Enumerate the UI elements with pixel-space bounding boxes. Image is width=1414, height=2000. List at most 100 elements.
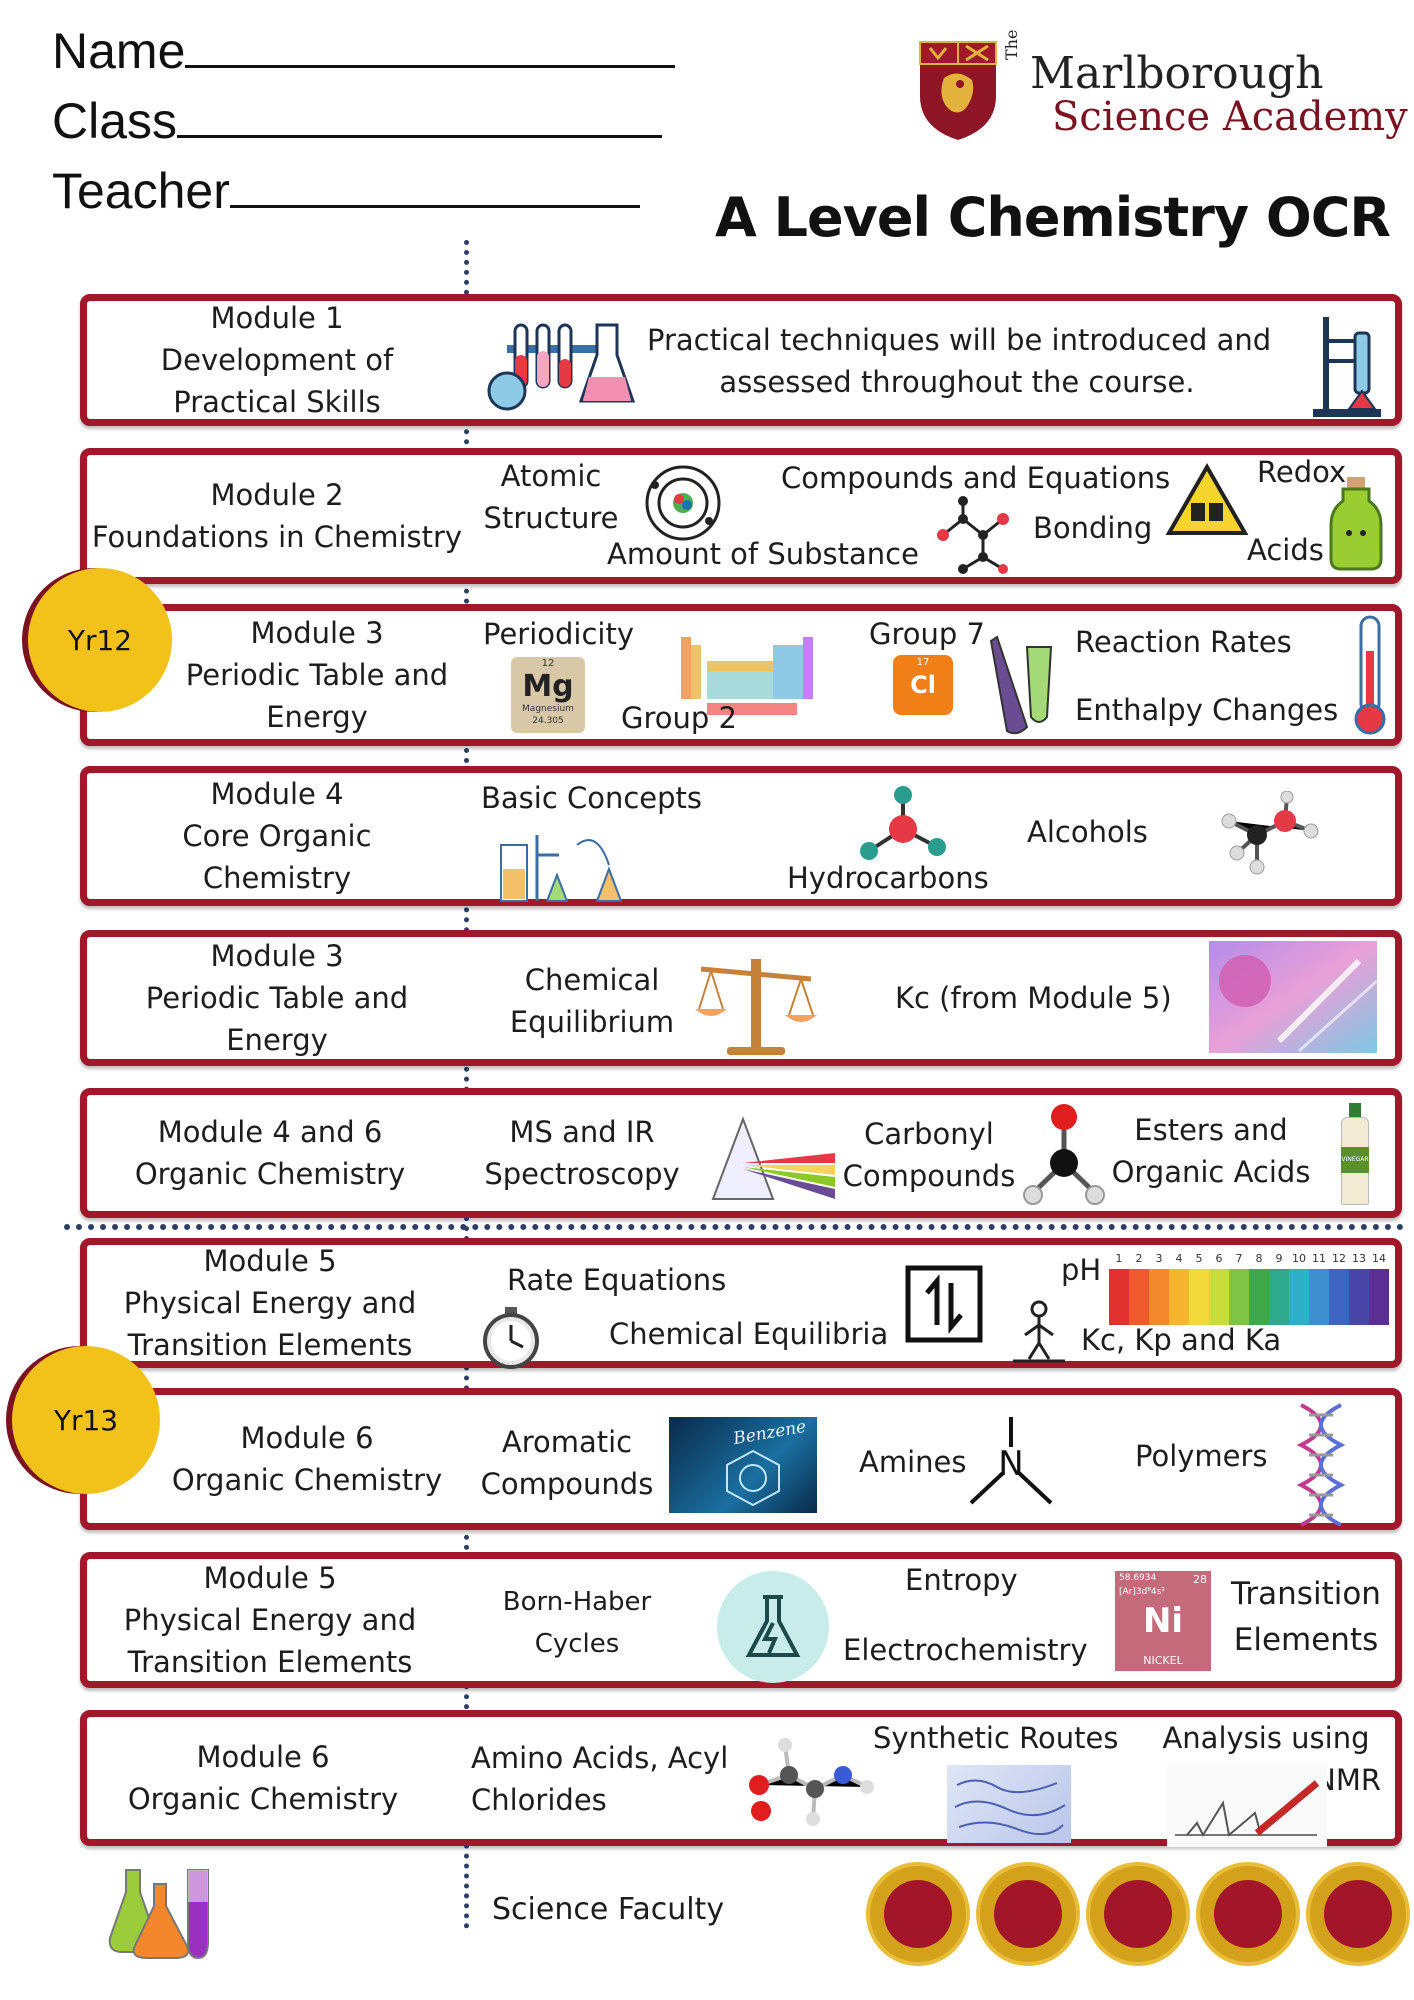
ni-config: [Ar]3d⁸4s² bbox=[1119, 1587, 1165, 1597]
module-title-line: Physical Energy and bbox=[123, 1286, 417, 1320]
balance-scale-icon bbox=[695, 959, 817, 1055]
amine-structure-icon: N bbox=[969, 1417, 1053, 1505]
ni-mass: 58.6934 bbox=[1119, 1573, 1157, 1583]
module-title: Module 5 Physical Energy and Transition … bbox=[87, 1244, 453, 1362]
page-title: A Level Chemistry OCR bbox=[715, 186, 1391, 249]
periodicity-label: Periodicity bbox=[483, 617, 635, 651]
topic-line: Spectroscopy bbox=[484, 1157, 680, 1191]
module-row-5: Module 3 Periodic Table and Energy Chemi… bbox=[80, 930, 1402, 1066]
prism-spectrum-icon bbox=[711, 1116, 835, 1200]
module-title-line: Transition Elements bbox=[127, 1645, 413, 1679]
compassion-badge-icon bbox=[1196, 1862, 1300, 1966]
ph-color-band bbox=[1369, 1269, 1389, 1325]
practical-text-line: Practical techniques will be introduced … bbox=[647, 323, 1272, 357]
module-title: Module 1 Development of Practical Skills bbox=[87, 301, 467, 419]
ni-symbol: Ni bbox=[1142, 1601, 1184, 1641]
module-title-line: Development of bbox=[160, 343, 394, 377]
topic-line: Equilibrium bbox=[509, 1005, 675, 1039]
module-title-line: Module 6 bbox=[196, 1740, 330, 1774]
module-title-line: Practical Skills bbox=[173, 385, 381, 419]
basic-concepts-label: Basic Concepts bbox=[481, 781, 703, 815]
ph-color-band bbox=[1289, 1269, 1309, 1325]
ph-color-band bbox=[1349, 1269, 1369, 1325]
ph-label: pH bbox=[1061, 1253, 1102, 1287]
hydrocarbon-molecule-icon bbox=[860, 786, 946, 860]
name-field[interactable]: Name bbox=[52, 22, 676, 80]
acids-label: Acids bbox=[1247, 533, 1324, 567]
module-title-line: Module 2 bbox=[210, 478, 344, 512]
vinegar-bottle-icon: VINEGAR bbox=[1339, 1103, 1371, 1207]
module-row-8: Module 6 Organic Chemistry Aromatic Comp… bbox=[80, 1388, 1402, 1530]
class-line[interactable] bbox=[177, 98, 663, 138]
topic-line: Cycles bbox=[534, 1629, 620, 1659]
entropy-label: Entropy bbox=[905, 1563, 1018, 1597]
module-row-2: Module 2 Foundations in Chemistry Atomic… bbox=[80, 448, 1402, 584]
magnesium-tile-icon: 12 Mg Magnesium 24.305 bbox=[511, 657, 585, 733]
chlorine-tile-icon: 17 Cl bbox=[893, 655, 953, 715]
vinegar-label: VINEGAR bbox=[1341, 1147, 1369, 1173]
practical-text: Practical techniques will be introduced … bbox=[647, 319, 1272, 403]
topic-line: Born-Haber bbox=[502, 1587, 652, 1617]
ph-number: 14 bbox=[1372, 1252, 1386, 1265]
teacher-line[interactable] bbox=[229, 168, 640, 208]
ph-color-band bbox=[1169, 1269, 1189, 1325]
alcohols-label: Alcohols bbox=[1027, 815, 1148, 849]
alcohol-molecule-icon bbox=[1221, 791, 1319, 875]
atomic-structure-label: Atomic Structure bbox=[471, 455, 631, 539]
dna-polymer-icon bbox=[1296, 1403, 1346, 1527]
topic-line: Compounds bbox=[480, 1467, 654, 1501]
module-title-line: Foundations in Chemistry bbox=[91, 520, 463, 554]
topic-line: Analysis using bbox=[1162, 1721, 1370, 1755]
module-title-line: Module 5 bbox=[203, 1244, 337, 1278]
ni-name: NICKEL bbox=[1143, 1654, 1183, 1667]
topic-line: Compounds bbox=[842, 1159, 1016, 1193]
topic-line: Elements bbox=[1233, 1622, 1379, 1658]
module-row-7: Module 5 Physical Energy and Transition … bbox=[80, 1238, 1402, 1369]
module-title-line: Energy bbox=[266, 700, 368, 734]
cl-symbol: Cl bbox=[910, 671, 936, 699]
test-tubes-icon bbox=[487, 323, 636, 411]
ph-color-band bbox=[1189, 1269, 1209, 1325]
reaction-rates-label: Reaction Rates bbox=[1075, 625, 1292, 659]
school-crest-icon bbox=[919, 41, 997, 140]
lab-equipment-icon bbox=[500, 835, 623, 902]
ph-number: 6 bbox=[1215, 1252, 1223, 1265]
ph-color-band bbox=[1229, 1269, 1249, 1325]
name-line[interactable] bbox=[185, 28, 676, 68]
module-title-line: Physical Energy and bbox=[123, 1603, 417, 1637]
topic-line: Chlorides bbox=[471, 1783, 607, 1817]
esters-label: Esters and Organic Acids bbox=[1111, 1109, 1311, 1193]
ph-number: 12 bbox=[1332, 1252, 1346, 1265]
ph-number: 1 bbox=[1115, 1252, 1123, 1265]
lab-glassware-photo-icon bbox=[1209, 941, 1377, 1053]
topic-line: Atomic bbox=[500, 459, 602, 493]
aromatic-compounds-label: Aromatic Compounds bbox=[477, 1421, 657, 1505]
module-title-line: Module 5 bbox=[203, 1561, 337, 1595]
amino-acids-label: Amino Acids, Acyl Chlorides bbox=[471, 1737, 728, 1821]
class-field[interactable]: Class bbox=[52, 92, 663, 150]
ph-color-band bbox=[1109, 1269, 1129, 1325]
scientist-figure-icon bbox=[1013, 1300, 1065, 1363]
born-haber-label: Born-Haber Cycles bbox=[487, 1581, 667, 1665]
module-title-line: Energy bbox=[226, 1023, 328, 1057]
molecule-structure-icon bbox=[937, 496, 1009, 574]
carbonyl-label: Carbonyl Compounds bbox=[839, 1113, 1019, 1197]
dignity-badge-icon bbox=[866, 1862, 970, 1966]
module-title: Module 3 Periodic Table and Energy bbox=[87, 937, 467, 1059]
bonding-label: Bonding bbox=[1033, 511, 1153, 545]
module-title-line: Module 3 bbox=[210, 939, 344, 973]
module-title-line: Organic Chemistry bbox=[134, 1157, 406, 1191]
ph-number: 5 bbox=[1195, 1252, 1203, 1265]
mg-name: Magnesium bbox=[522, 704, 574, 714]
synthetic-routes-label: Synthetic Routes bbox=[873, 1721, 1119, 1755]
teacher-field[interactable]: Teacher bbox=[52, 162, 640, 220]
hydrocarbons-label: Hydrocarbons bbox=[787, 861, 989, 895]
kindness-badge-icon bbox=[976, 1862, 1080, 1966]
periodic-table-icon bbox=[681, 637, 813, 715]
chemical-equilibrium-label: Chemical Equilibrium bbox=[507, 959, 677, 1043]
practical-text-line: assessed throughout the course. bbox=[719, 365, 1195, 399]
teacher-label: Teacher bbox=[52, 163, 230, 219]
spectroscopy-label: MS and IR Spectroscopy bbox=[477, 1111, 687, 1195]
year13-badge: Yr13 bbox=[12, 1346, 160, 1494]
